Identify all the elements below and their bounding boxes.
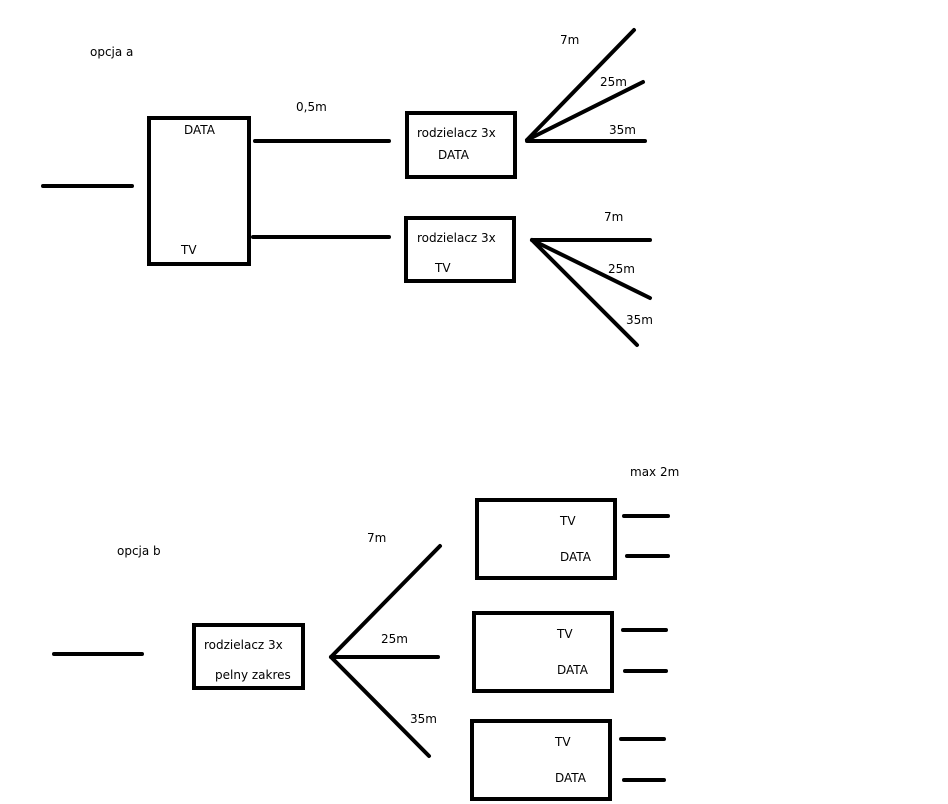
tv-branch-35m-label: 35m — [626, 313, 653, 327]
main-box-tv-label: TV — [180, 243, 197, 257]
main-box-a — [147, 116, 251, 266]
outlet-1-data-label: DATA — [560, 550, 592, 564]
data-branch-7m-label: 7m — [560, 33, 579, 47]
data-branch-25m — [525, 80, 645, 142]
data-branch-35m-label: 35m — [609, 123, 636, 137]
branch-35m — [329, 655, 431, 758]
branch-7m — [329, 544, 442, 659]
splitter-full-line1: rodzielacz 3x — [204, 638, 283, 652]
outlet-box-1 — [475, 498, 617, 580]
splitter-data-box — [405, 111, 517, 179]
splitter-data-line1: rodzielacz 3x — [417, 126, 496, 140]
splitter-full-box — [192, 623, 305, 690]
option-b-title: opcja b — [117, 544, 161, 558]
branch-35m-label: 35m — [410, 712, 437, 726]
splitter-full-line2: pelny zakres — [215, 668, 291, 682]
option-a-title: opcja a — [90, 45, 133, 59]
data-branch-25m-label: 25m — [600, 75, 627, 89]
splitter-tv-line1: rodzielacz 3x — [417, 231, 496, 245]
outlet-3-tv-label: TV — [554, 735, 571, 749]
splitter-tv-box — [404, 216, 516, 283]
tv-branch-25m — [530, 238, 652, 300]
data-branch-7m — [525, 28, 636, 142]
tv-branch-7m-label: 7m — [604, 210, 623, 224]
splitter-data-line2: DATA — [438, 148, 470, 162]
outlet-box-2 — [472, 611, 614, 693]
tv-branch-35m — [530, 238, 639, 347]
outlet-2-tv-label: TV — [556, 627, 573, 641]
tv-branch-25m-label: 25m — [608, 262, 635, 276]
splitter-tv-line2: TV — [434, 261, 451, 275]
branch-7m-label: 7m — [367, 531, 386, 545]
max-length-label: max 2m — [630, 465, 679, 479]
outlet-2-data-label: DATA — [557, 663, 589, 677]
branch-25m-label: 25m — [381, 632, 408, 646]
outlet-box-3 — [470, 719, 612, 801]
link-length-label: 0,5m — [296, 100, 327, 114]
main-box-data-label: DATA — [184, 123, 216, 137]
outlet-1-tv-label: TV — [559, 514, 576, 528]
outlet-3-data-label: DATA — [555, 771, 587, 785]
